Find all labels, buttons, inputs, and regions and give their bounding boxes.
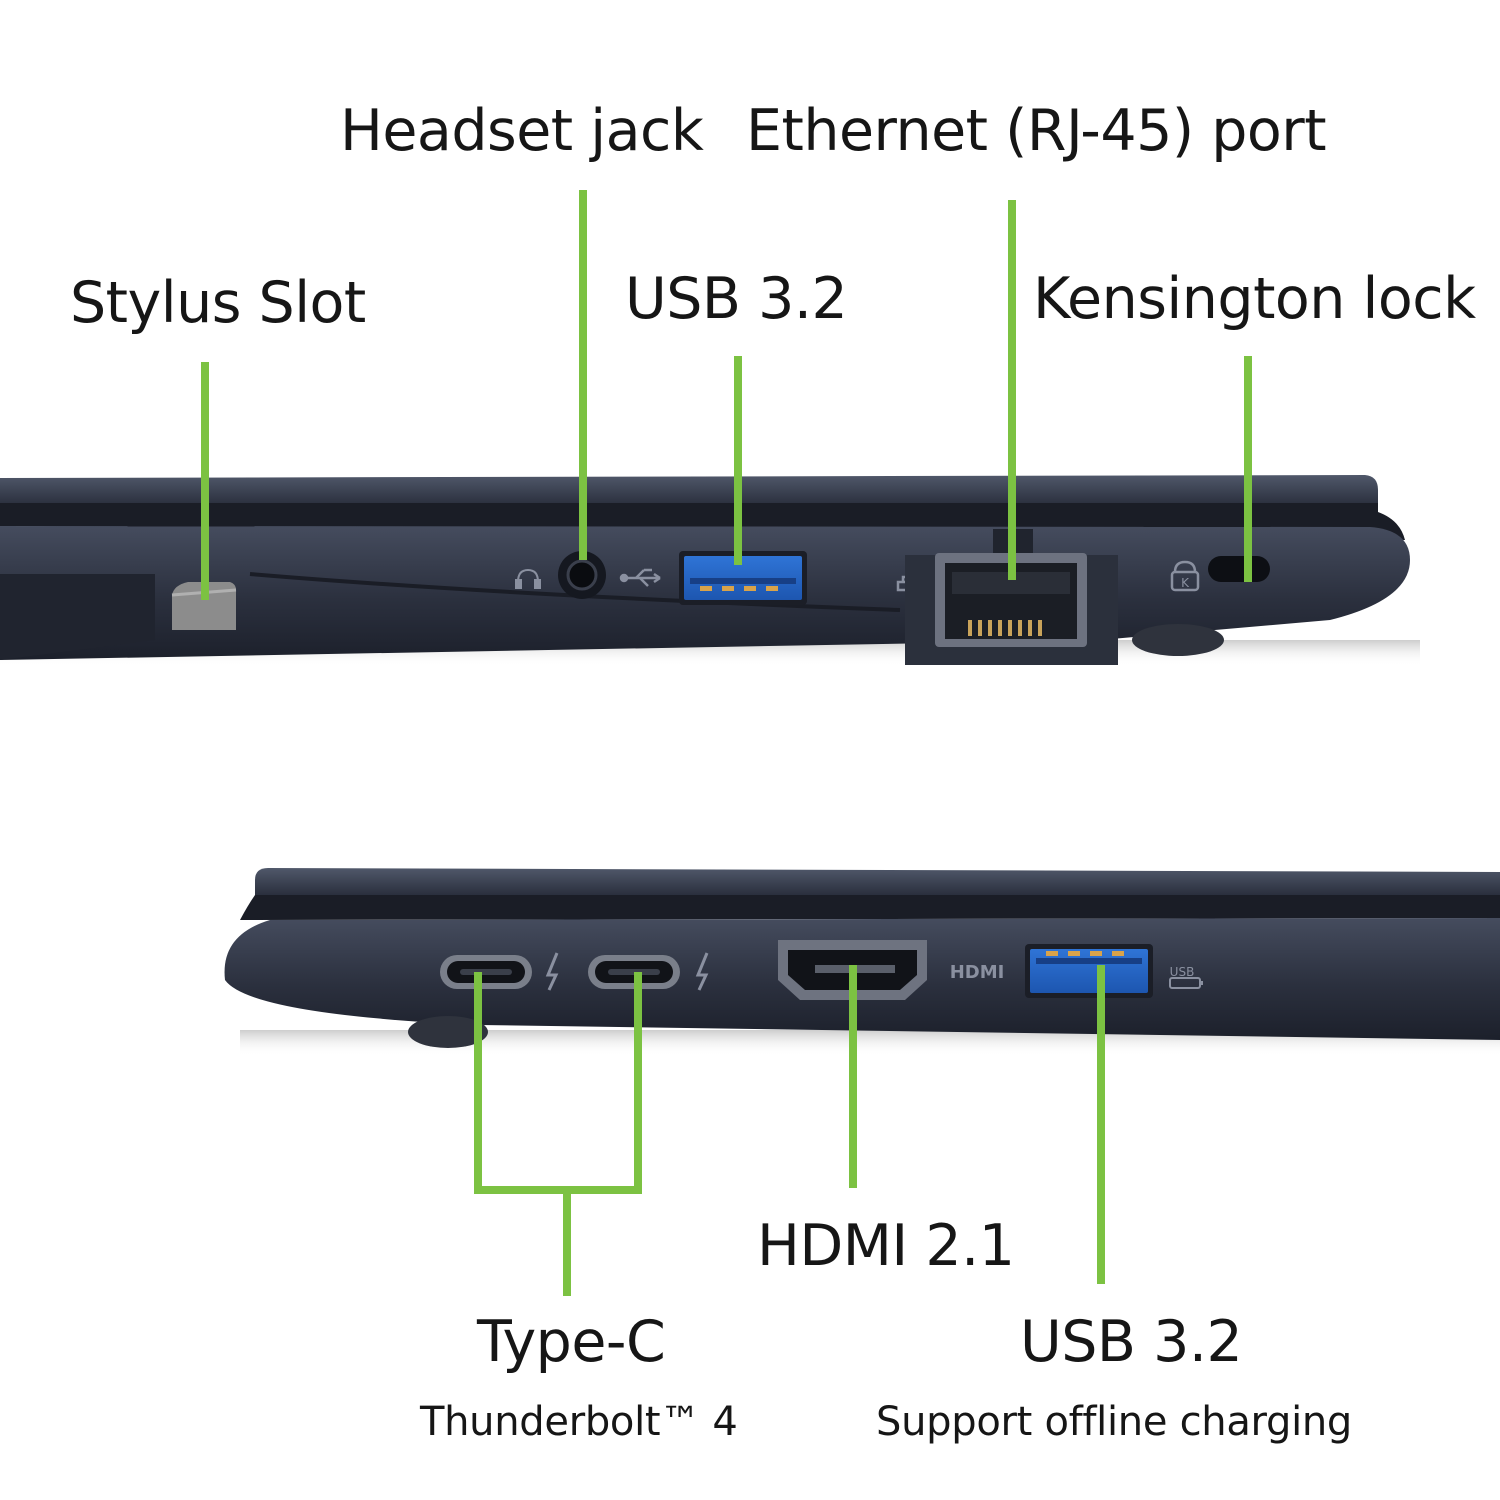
bottom-laptop: HDMI USB xyxy=(224,868,1500,1056)
label-hdmi: HDMI 2.1 xyxy=(757,1213,1015,1279)
top-foot xyxy=(1132,624,1224,656)
label-stylus-slot: Stylus Slot xyxy=(70,270,366,336)
usb-charge-icon: USB xyxy=(1169,965,1203,989)
label-usb-top: USB 3.2 xyxy=(625,266,848,332)
top-laptop: K xyxy=(0,475,1420,666)
top-lid xyxy=(0,475,1378,505)
label-thunderbolt: Thunderbolt™ 4 xyxy=(420,1399,738,1445)
top-base-lower xyxy=(0,574,155,660)
thunderbolt-icon xyxy=(545,952,559,991)
svg-text:USB: USB xyxy=(1170,965,1195,979)
hdmi-logo-icon: HDMI xyxy=(950,962,1005,983)
headset-icon xyxy=(515,568,541,589)
thunderbolt-icon xyxy=(695,952,709,991)
callout-type-c-bracket xyxy=(474,972,642,1194)
svg-text:K: K xyxy=(1181,576,1190,590)
label-usb-bottom: USB 3.2 xyxy=(1020,1309,1243,1375)
bottom-foot xyxy=(408,1016,488,1048)
label-offline-charging: Support offline charging xyxy=(876,1399,1353,1445)
kensington-lock-icon: K xyxy=(1170,560,1200,592)
label-type-c: Type-C xyxy=(477,1309,666,1375)
kensington-slot xyxy=(1208,556,1270,582)
top-base-crease xyxy=(249,572,901,612)
bottom-lid xyxy=(255,868,1500,895)
usb-icon xyxy=(619,568,661,587)
label-ethernet-port: Ethernet (RJ-45) port xyxy=(746,98,1327,164)
label-headset-jack: Headset jack xyxy=(340,98,704,164)
type-c-port-1 xyxy=(440,955,532,989)
callout-lines xyxy=(201,190,1252,1296)
bottom-lid-edge xyxy=(240,895,1500,920)
label-kensington-lock: Kensington lock xyxy=(1033,266,1476,332)
